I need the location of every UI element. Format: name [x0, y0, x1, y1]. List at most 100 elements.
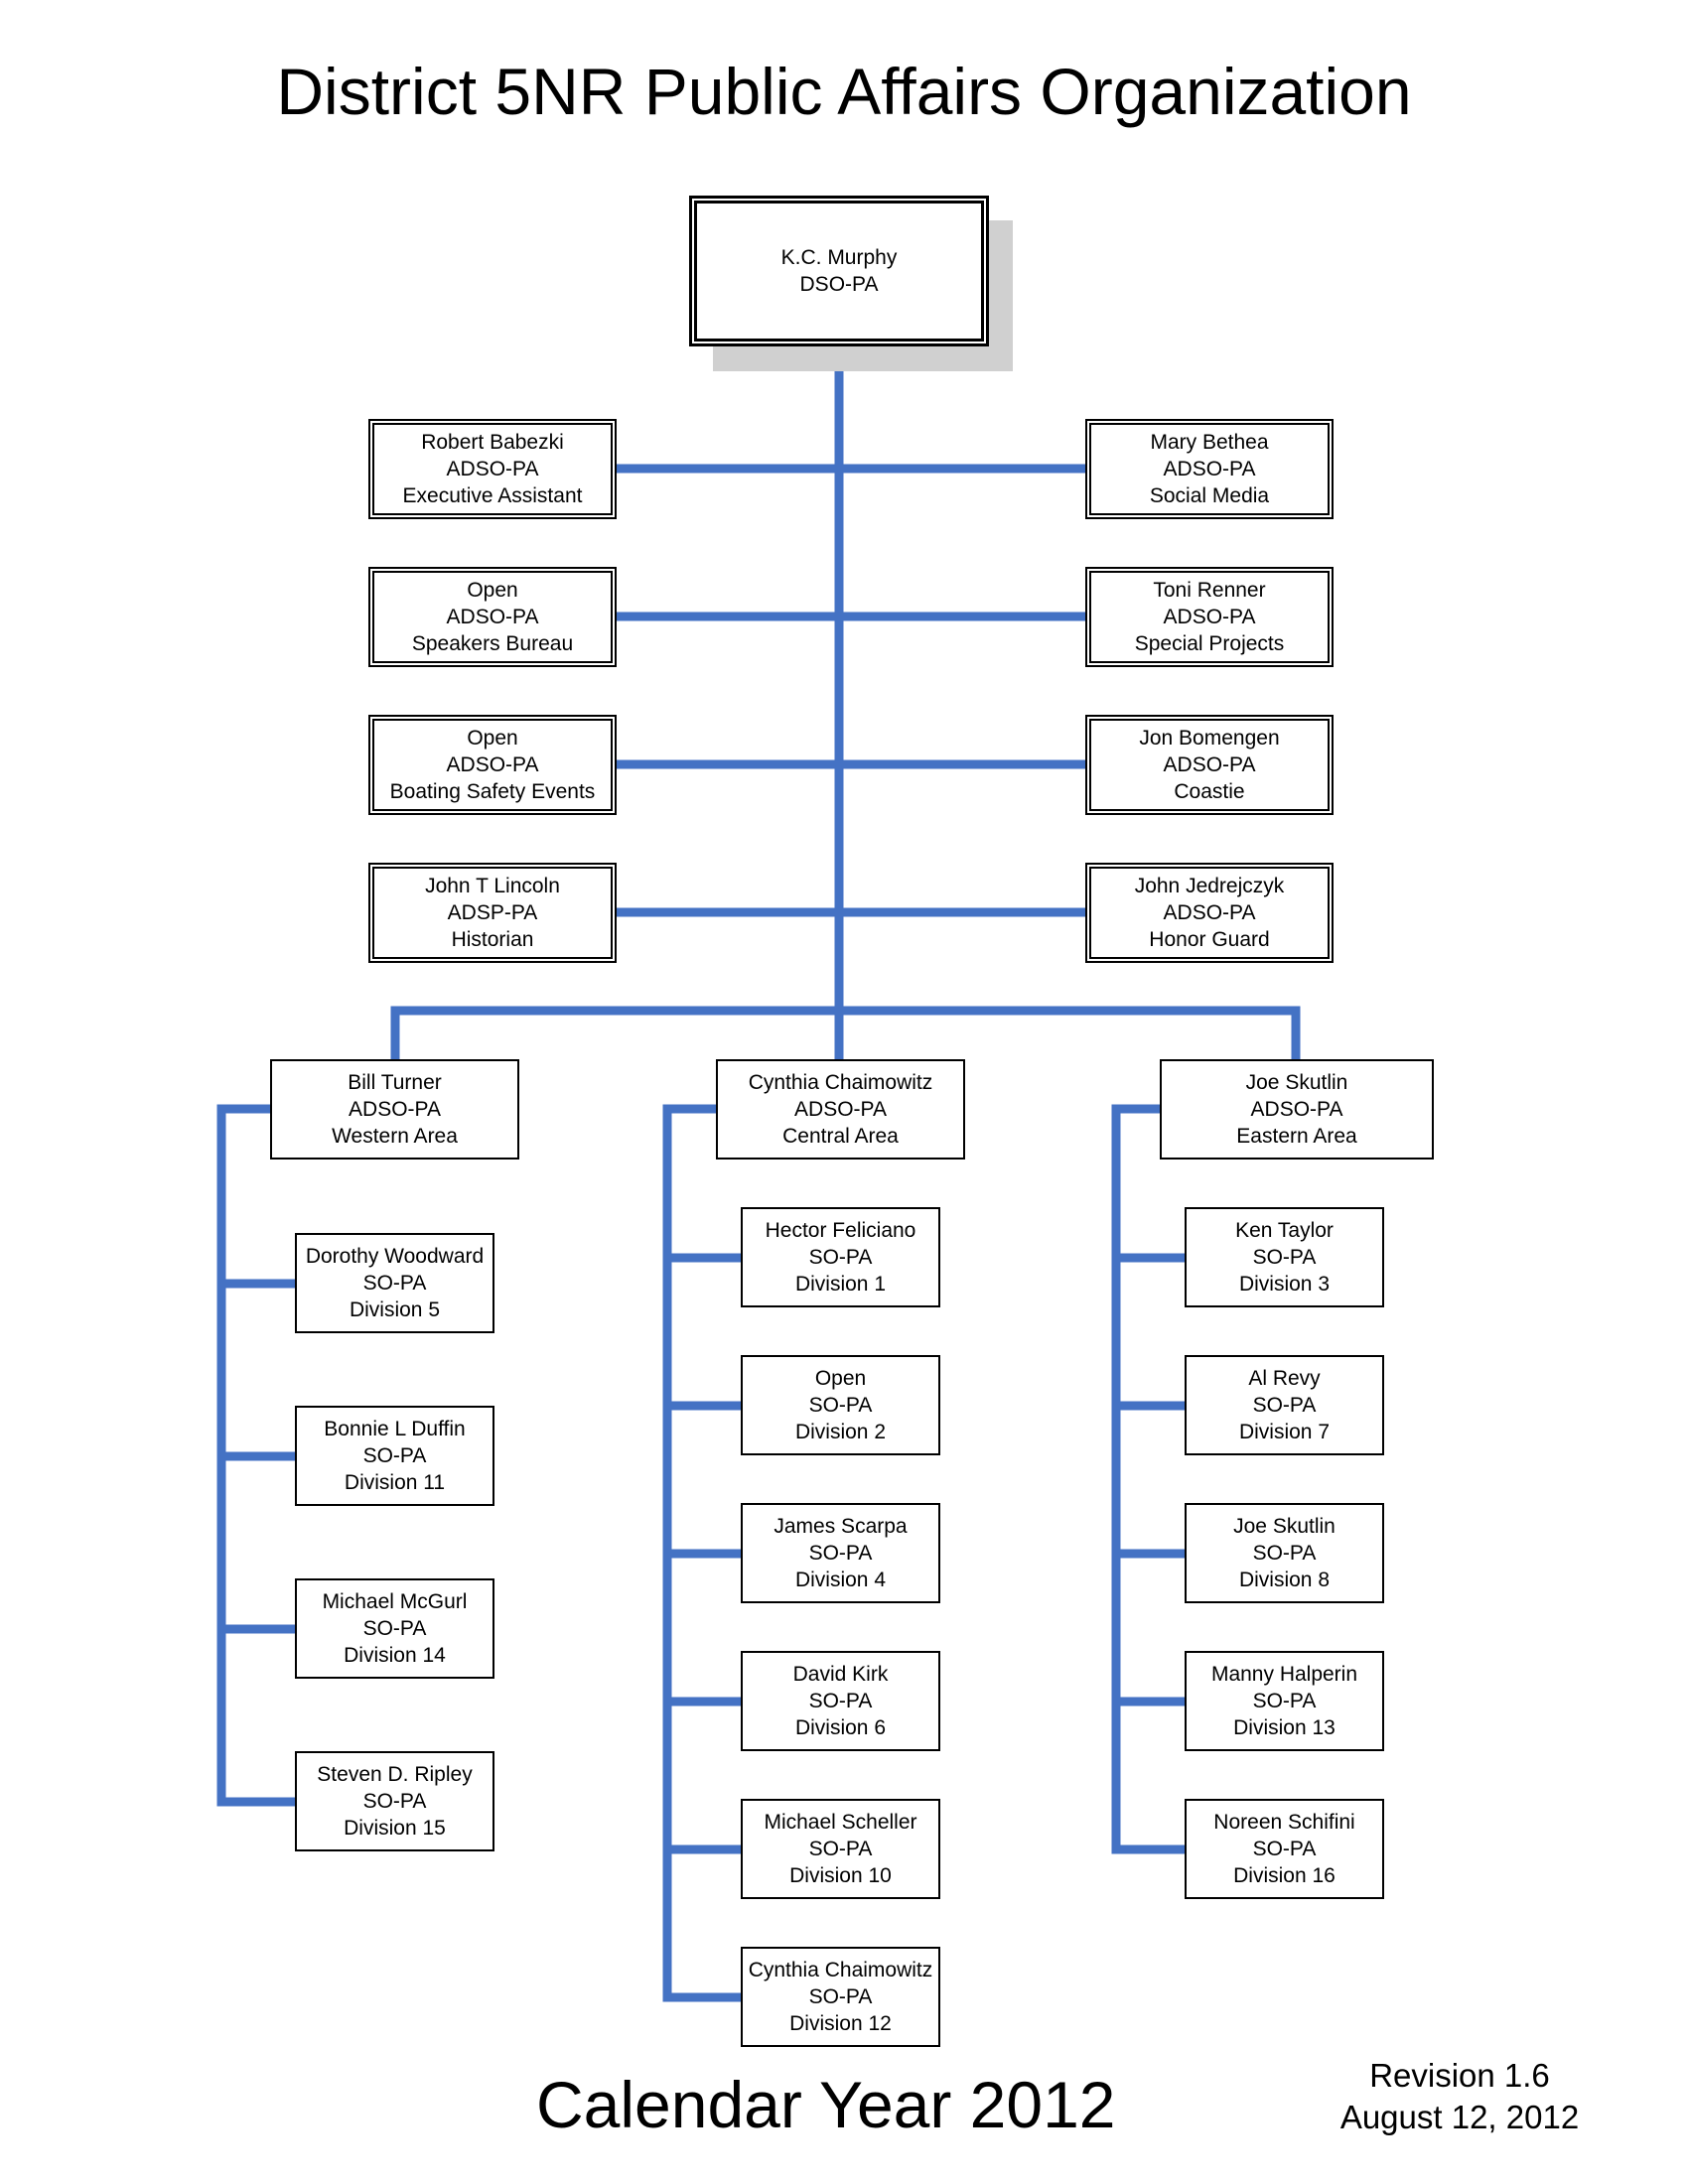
- area-role: ADSO-PA: [794, 1098, 887, 1121]
- org-box-division: Noreen Schifini SO-PA Division 16: [1185, 1799, 1384, 1899]
- division-name: Noreen Schifini: [1213, 1811, 1355, 1834]
- org-box-division: James Scarpa SO-PA Division 4: [741, 1503, 940, 1603]
- staff-detail: Boating Safety Events: [389, 780, 596, 803]
- division-detail: Division 4: [794, 1569, 887, 1591]
- staff-detail: Coastie: [1174, 780, 1245, 803]
- staff-detail: Executive Assistant: [402, 484, 583, 507]
- area-detail: Eastern Area: [1236, 1125, 1357, 1148]
- org-box-area-west: Bill Turner ADSO-PA Western Area: [270, 1059, 519, 1160]
- division-role: SO-PA: [362, 1790, 427, 1813]
- org-box-staff-left-2: Open ADSO-PA Speakers Bureau: [368, 567, 617, 667]
- org-box-staff-right-1: Mary Bethea ADSO-PA Social Media: [1085, 419, 1334, 519]
- division-detail: Division 5: [349, 1298, 441, 1321]
- staff-role: ADSO-PA: [446, 753, 539, 776]
- org-box-staff-right-4: John Jedrejczyk ADSO-PA Honor Guard: [1085, 863, 1334, 963]
- division-detail: Division 12: [789, 2012, 892, 2035]
- staff-role: ADSO-PA: [446, 606, 539, 628]
- division-name: Al Revy: [1248, 1367, 1321, 1390]
- area-name: Bill Turner: [348, 1071, 442, 1094]
- division-role: SO-PA: [1252, 1246, 1317, 1269]
- division-detail: Division 11: [344, 1471, 446, 1494]
- staff-detail: Speakers Bureau: [411, 632, 574, 655]
- revision-date: August 12, 2012: [1339, 2099, 1580, 2135]
- org-box-area-central: Cynthia Chaimowitz ADSO-PA Central Area: [716, 1059, 965, 1160]
- division-name: James Scarpa: [774, 1515, 908, 1538]
- division-detail: Division 10: [789, 1864, 892, 1887]
- area-name: Joe Skutlin: [1245, 1071, 1348, 1094]
- division-name: David Kirk: [792, 1663, 889, 1686]
- division-role: SO-PA: [1252, 1838, 1317, 1860]
- area-name: Cynthia Chaimowitz: [748, 1071, 933, 1094]
- division-detail: Division 8: [1238, 1569, 1331, 1591]
- org-box-staff-right-3: Jon Bomengen ADSO-PA Coastie: [1085, 715, 1334, 815]
- division-detail: Division 1: [794, 1273, 887, 1296]
- division-detail: Division 3: [1238, 1273, 1331, 1296]
- area-role: ADSO-PA: [1250, 1098, 1343, 1121]
- division-role: SO-PA: [808, 1246, 873, 1269]
- root-name: K.C. Murphy: [780, 246, 898, 269]
- division-name: Open: [814, 1367, 867, 1390]
- staff-name: Mary Bethea: [1150, 431, 1269, 454]
- division-detail: Division 13: [1233, 1716, 1336, 1739]
- staff-role: ADSO-PA: [1163, 753, 1256, 776]
- org-box-division: Michael McGurl SO-PA Division 14: [295, 1578, 494, 1679]
- org-box-division: Open SO-PA Division 2: [741, 1355, 940, 1455]
- division-name: Joe Skutlin: [1233, 1515, 1336, 1538]
- staff-name: Open: [467, 727, 518, 750]
- area-detail: Central Area: [782, 1125, 899, 1148]
- org-box-division: Michael Scheller SO-PA Division 10: [741, 1799, 940, 1899]
- org-box-staff-left-1: Robert Babezki ADSO-PA Executive Assista…: [368, 419, 617, 519]
- staff-detail: Historian: [451, 928, 534, 951]
- staff-name: Robert Babezki: [421, 431, 564, 454]
- division-role: SO-PA: [362, 1617, 427, 1640]
- division-role: SO-PA: [808, 1690, 873, 1712]
- org-box-division: Ken Taylor SO-PA Division 3: [1185, 1207, 1384, 1307]
- division-name: Michael McGurl: [322, 1590, 468, 1613]
- division-role: SO-PA: [808, 1985, 873, 2008]
- division-role: SO-PA: [1252, 1690, 1317, 1712]
- org-box-division: David Kirk SO-PA Division 6: [741, 1651, 940, 1751]
- staff-detail: Special Projects: [1134, 632, 1285, 655]
- revision-number: Revision 1.6: [1369, 2057, 1550, 2094]
- staff-role: ADSO-PA: [1163, 458, 1256, 480]
- division-detail: Division 6: [794, 1716, 887, 1739]
- division-name: Cynthia Chaimowitz: [748, 1959, 933, 1981]
- staff-name: Jon Bomengen: [1139, 727, 1280, 750]
- staff-name: John T Lincoln: [425, 875, 560, 897]
- org-box-staff-left-4: John T Lincoln ADSP-PA Historian: [368, 863, 617, 963]
- staff-role: ADSO-PA: [1163, 606, 1256, 628]
- division-role: SO-PA: [362, 1272, 427, 1295]
- staff-name: Open: [467, 579, 518, 602]
- root-role: DSO-PA: [799, 273, 879, 296]
- org-box-division: Steven D. Ripley SO-PA Division 15: [295, 1751, 494, 1851]
- staff-detail: Honor Guard: [1149, 928, 1270, 951]
- area-detail: Western Area: [332, 1125, 458, 1148]
- division-role: SO-PA: [362, 1444, 427, 1467]
- division-role: SO-PA: [808, 1394, 873, 1417]
- division-name: Ken Taylor: [1235, 1219, 1334, 1242]
- area-role: ADSO-PA: [349, 1098, 441, 1121]
- division-detail: Division 16: [1233, 1864, 1336, 1887]
- org-box-division: Manny Halperin SO-PA Division 13: [1185, 1651, 1384, 1751]
- division-detail: Division 14: [344, 1644, 446, 1667]
- org-box-staff-right-2: Toni Renner ADSO-PA Special Projects: [1085, 567, 1334, 667]
- org-box-division: Joe Skutlin SO-PA Division 8: [1185, 1503, 1384, 1603]
- page-title: District 5NR Public Affairs Organization: [276, 55, 1412, 128]
- division-name: Steven D. Ripley: [317, 1763, 473, 1786]
- staff-detail: Social Media: [1149, 484, 1270, 507]
- org-box-division: Dorothy Woodward SO-PA Division 5: [295, 1233, 494, 1333]
- org-box-division: Cynthia Chaimowitz SO-PA Division 12: [741, 1947, 940, 2047]
- division-name: Michael Scheller: [764, 1811, 917, 1834]
- revision-block: Revision 1.6 August 12, 2012: [1311, 2055, 1609, 2138]
- division-name: Dorothy Woodward: [305, 1245, 485, 1268]
- staff-name: Toni Renner: [1153, 579, 1266, 602]
- staff-role: ADSP-PA: [447, 901, 538, 924]
- staff-name: John Jedrejczyk: [1134, 875, 1285, 897]
- division-name: Bonnie L Duffin: [324, 1418, 466, 1440]
- org-box-staff-left-3: Open ADSO-PA Boating Safety Events: [368, 715, 617, 815]
- division-detail: Division 2: [794, 1421, 887, 1443]
- division-role: SO-PA: [808, 1542, 873, 1565]
- division-name: Manny Halperin: [1210, 1663, 1358, 1686]
- org-box-area-east: Joe Skutlin ADSO-PA Eastern Area: [1160, 1059, 1434, 1160]
